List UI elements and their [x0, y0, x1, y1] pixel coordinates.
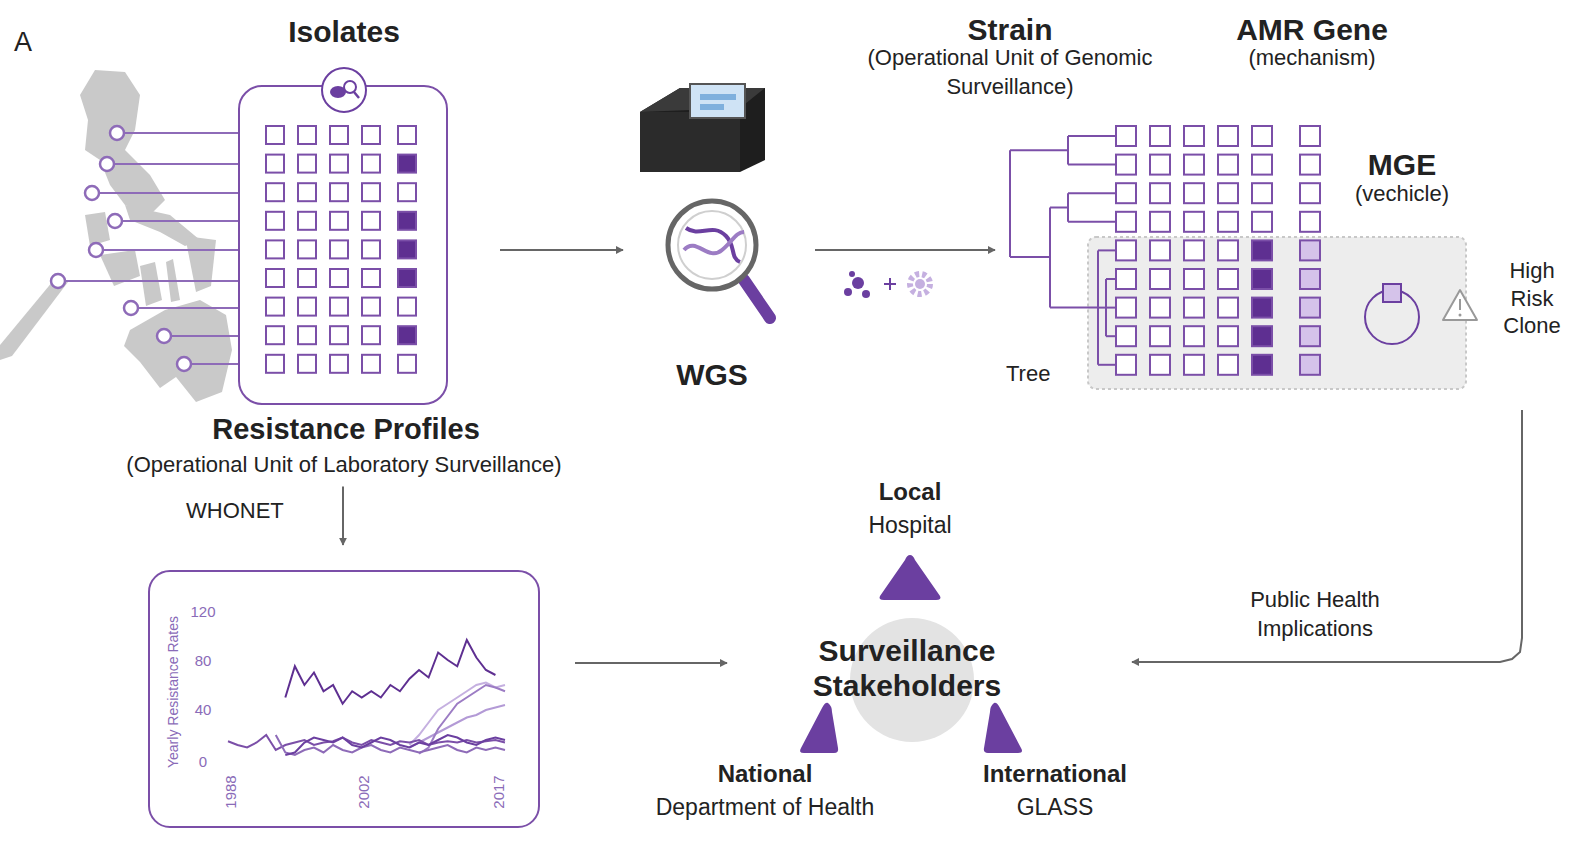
chart-lines — [228, 640, 505, 755]
resistance-grid — [266, 126, 416, 373]
panel-subtitle: (vechicle) — [1355, 181, 1449, 207]
callout-label: High Risk Clone — [1487, 257, 1577, 340]
panel-subtitle: (Operational Unit of Genomic Surveillanc… — [855, 44, 1165, 101]
tick-label: 0 — [199, 753, 207, 771]
edge-label: WHONET — [186, 498, 284, 524]
stakeholder-name: Hospital — [868, 512, 951, 540]
bacteria-gene-icon — [844, 271, 930, 298]
plasmid-icon — [1365, 284, 1419, 344]
strain-tree-panel: Strain(Operational Unit of Genomic Surve… — [1000, 118, 1545, 395]
triangle-international — [984, 703, 1022, 753]
stakeholder-name: Department of Health — [656, 794, 875, 822]
panel-heading: AMR Gene — [1236, 12, 1388, 48]
tick-label: 2017 — [490, 775, 508, 808]
stakeholder-national: NationalDepartment of Health — [655, 700, 875, 836]
isolates-icon — [319, 65, 369, 115]
map-pins — [51, 126, 238, 371]
wgs-magnifier-icon — [668, 201, 770, 318]
panel-subtitle: (mechanism) — [1248, 45, 1375, 71]
flow-arrow — [342, 486, 344, 545]
tree-label: Tree — [1006, 361, 1050, 387]
resistance-chart: Yearly Resistance Rates 120 80 40 0 1988 2002 2… — [148, 570, 540, 828]
stakeholder-international: InternationalGLASS — [955, 700, 1155, 836]
panel-heading: Resistance Profiles — [212, 412, 480, 447]
isolates-panel: IsolatesResistance Profiles(Operational … — [238, 85, 448, 405]
step-label: WGS — [676, 357, 748, 393]
sequencer-icon — [640, 84, 765, 172]
flow-arrow — [1132, 410, 1522, 662]
tick-label: 2002 — [355, 775, 373, 808]
hub-label: Surveillance Stakeholders — [782, 634, 1032, 703]
flow-arrow — [575, 662, 727, 664]
phylogenetic-tree — [1010, 136, 1116, 365]
stakeholder-level: International — [983, 760, 1127, 789]
strain-grid — [1116, 126, 1320, 375]
stakeholder-level: National — [718, 760, 813, 789]
tick-label: 120 — [190, 603, 215, 621]
high-risk-region — [1088, 237, 1466, 389]
tick-label: 1988 — [222, 775, 240, 808]
stakeholders-circle: Surveillance Stakeholders — [782, 628, 1032, 724]
tick-label: 80 — [195, 652, 212, 670]
panel-subtitle: (Operational Unit of Laboratory Surveill… — [126, 452, 561, 478]
panel-title: Isolates — [288, 14, 400, 50]
axis-title: Yearly Resistance Rates — [165, 616, 182, 768]
stakeholder-name: GLASS — [1017, 794, 1094, 822]
warning-icon — [1443, 290, 1477, 320]
wgs-step: WGS — [620, 75, 805, 400]
panel-heading: Strain — [967, 12, 1052, 48]
stakeholder-level: Local — [879, 478, 942, 507]
stakeholder-local: LocalHospital — [840, 476, 980, 602]
map-philippines — [0, 70, 232, 402]
panel-heading: MGE — [1368, 147, 1436, 183]
tick-label: 40 — [195, 701, 212, 719]
flow-arrow — [815, 249, 995, 251]
edge-label: Public Health Implications — [1215, 586, 1415, 643]
panel-letter: A — [14, 26, 32, 58]
triangle-national — [800, 703, 838, 753]
triangle-local — [880, 555, 941, 600]
flow-arrow — [500, 249, 623, 251]
